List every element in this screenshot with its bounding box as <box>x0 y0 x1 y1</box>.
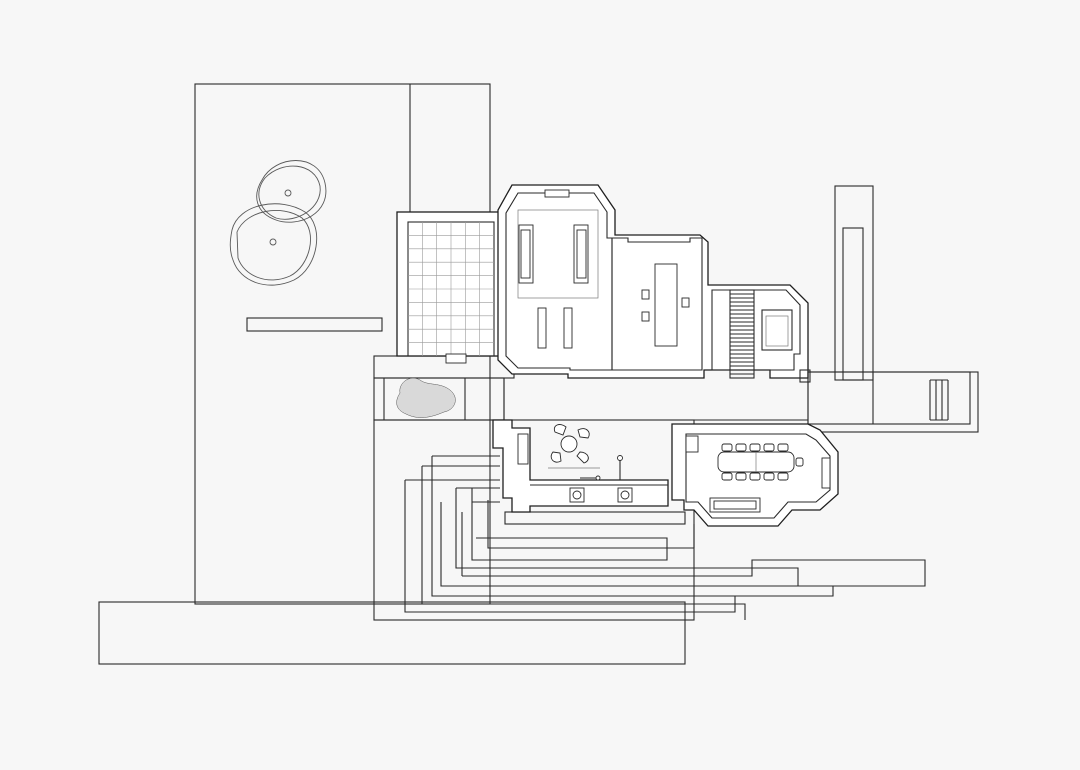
chair-1 <box>553 424 567 436</box>
bench-left <box>537 307 547 349</box>
step-8 <box>487 500 685 549</box>
tree-canopy-upper <box>256 160 327 223</box>
dining-chair-top <box>735 443 747 452</box>
bottom-platform <box>98 601 686 665</box>
east-wing <box>807 185 979 433</box>
step-2 <box>421 466 746 620</box>
dining-pavilion <box>671 423 839 527</box>
planter-pot-left-core <box>572 490 582 500</box>
tree-canopy-lower <box>229 203 318 286</box>
shrub-cluster <box>396 377 456 418</box>
round-table <box>560 435 578 453</box>
planter-pot-right-core <box>620 490 630 500</box>
stool-1 <box>641 289 650 300</box>
pool-outer-wall <box>396 211 501 357</box>
lamp-head <box>617 455 623 461</box>
sofa-right-cushion <box>576 229 587 279</box>
shrub <box>396 377 456 418</box>
tower-inner <box>842 227 864 381</box>
tap <box>595 475 601 481</box>
lift-shaft <box>761 309 793 351</box>
tree-canopy-upper-inner <box>258 165 321 220</box>
kitchen-island <box>654 263 678 347</box>
chair-2 <box>577 428 590 439</box>
dining-chair-bottom <box>735 472 747 481</box>
stepped-terraces <box>404 455 926 620</box>
garden-bench <box>246 317 383 332</box>
stool-2 <box>641 311 650 322</box>
lift-cabin <box>765 315 789 347</box>
dining-chair-bottom <box>749 472 761 481</box>
central-terrace <box>492 378 808 513</box>
sofa-bench-cushion <box>713 500 757 510</box>
step-5 <box>455 488 799 586</box>
living-room-wall <box>505 192 613 371</box>
side-bench <box>821 457 831 489</box>
dining-cabinet <box>685 435 699 453</box>
east-terrace-inner <box>807 371 971 425</box>
dining-inner-wall <box>685 433 831 519</box>
chair-3 <box>576 451 589 464</box>
sofa-left-cushion <box>520 229 531 279</box>
dining-chairs <box>721 443 804 481</box>
trees <box>229 160 327 286</box>
main-house <box>497 184 811 383</box>
outdoor-grill <box>517 433 529 465</box>
dining-chair-top <box>763 443 775 452</box>
pool-tile-grid <box>408 222 494 356</box>
living-rug <box>517 209 599 299</box>
bench-right <box>563 307 573 349</box>
step-4 <box>440 502 926 587</box>
tree-trunk-lower <box>269 238 277 246</box>
living-fireplace <box>544 189 570 198</box>
stair-hall-wall <box>711 289 801 371</box>
kitchen-wall <box>611 237 703 371</box>
dining-chair-bottom <box>763 472 775 481</box>
terrace-edge <box>504 511 686 525</box>
chair-4 <box>550 451 562 463</box>
step-7 <box>471 488 668 561</box>
dining-chair-top <box>749 443 761 452</box>
pool <box>396 211 501 364</box>
wall-pier <box>799 369 811 383</box>
stool-3 <box>681 297 690 308</box>
dining-chair-bottom <box>777 472 789 481</box>
tree-trunk-upper <box>284 189 292 197</box>
staircase <box>729 289 755 379</box>
dining-chair-end <box>795 457 804 467</box>
dining-chair-top <box>721 443 733 452</box>
dining-chair-top <box>777 443 789 452</box>
tree-canopy-lower-inner <box>236 210 311 281</box>
dining-chair-bottom <box>721 472 733 481</box>
pool-drain <box>445 353 467 364</box>
